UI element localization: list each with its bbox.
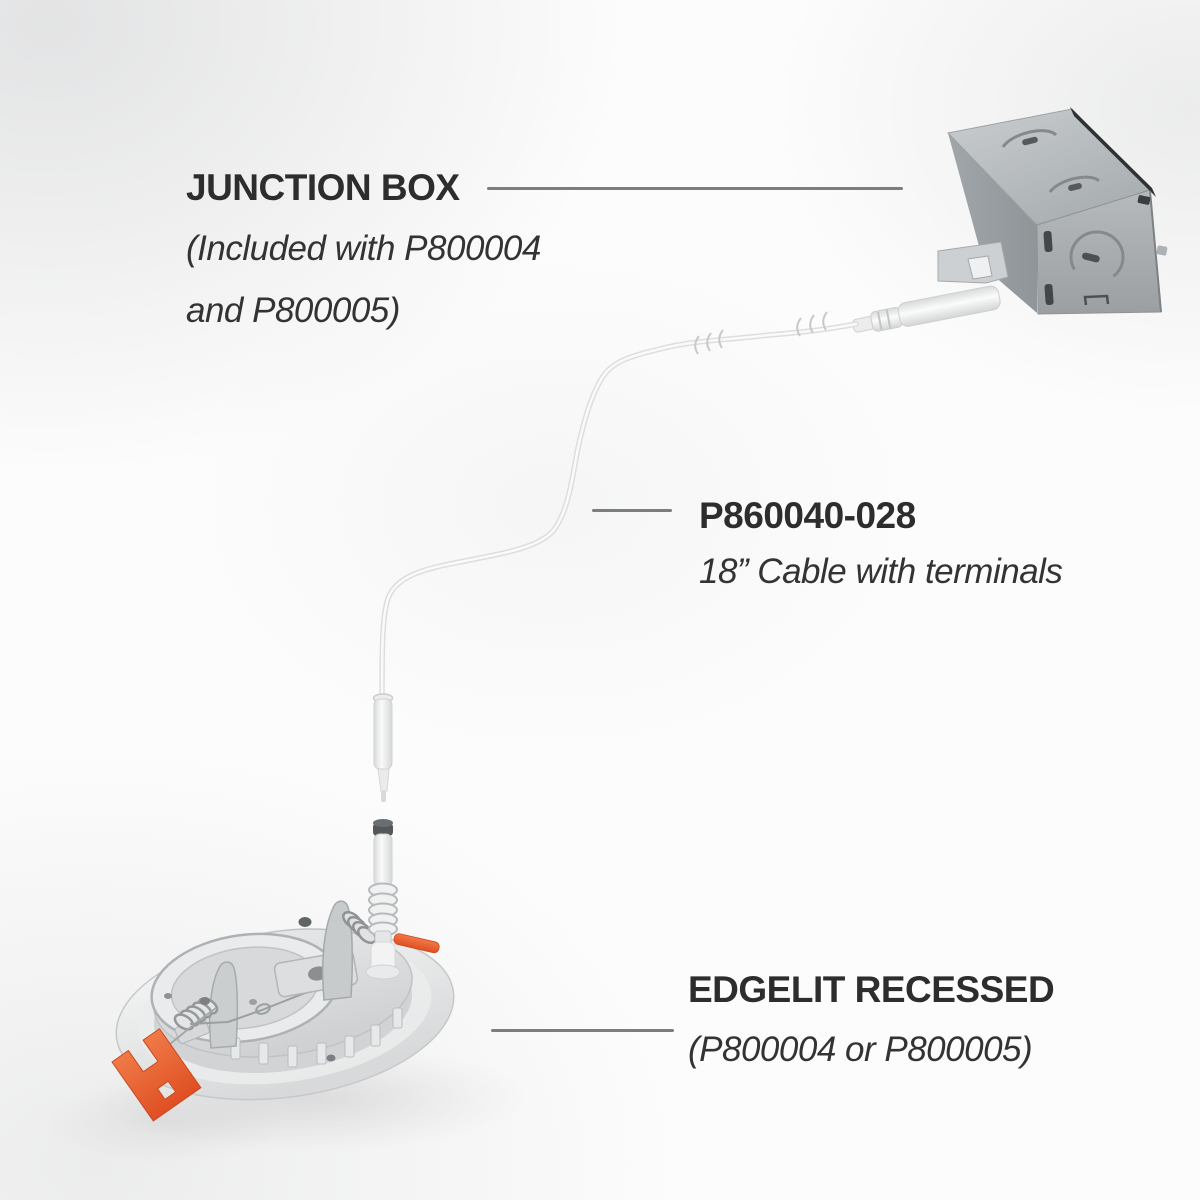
orange-tab-right: [393, 933, 440, 954]
cable-connector-plug: [852, 285, 1001, 333]
junction-box-label: JUNCTION BOX (Included with P800004 and …: [186, 166, 541, 342]
fixture-part-numbers: (P800004 or P800005): [688, 1030, 1033, 1069]
lower-terminal: [373, 819, 393, 887]
cable-ridges: [694, 311, 828, 355]
junction-box-illustration: [852, 107, 1168, 333]
upper-terminal: [372, 693, 394, 802]
coil-spring: [368, 882, 398, 937]
junction-box-left-face: [948, 133, 1037, 313]
bottom-notch: [1083, 294, 1110, 306]
orange-tab-left: [111, 1028, 202, 1122]
tether-loop: [255, 1003, 271, 1015]
knockout-circle: [1069, 230, 1125, 284]
fixture-rib-edge: [230, 1007, 403, 1068]
knockout-slot: [1068, 183, 1082, 191]
side-nub: [1156, 245, 1168, 256]
recessed-fixture-illustration: [40, 900, 530, 1164]
fixture-label: EDGELIT RECESSED (P800004 or P800005): [688, 968, 1055, 1078]
cable-terminals: [365, 693, 401, 980]
torsion-spring-right: [342, 910, 377, 945]
wiring-slot: [1044, 283, 1054, 306]
cable-illustration: [365, 311, 859, 980]
junction-box-title: JUNCTION BOX: [186, 167, 460, 208]
fixture-title: EDGELIT RECESSED: [688, 969, 1055, 1010]
cable-part-number: P860040-028: [699, 495, 916, 536]
fixture-shadow: [40, 1080, 290, 1164]
junction-box-subtitle-line1: (Included with P800004: [186, 229, 541, 268]
spring-wire-left: [169, 1007, 217, 1045]
knockout-circle: [1001, 129, 1101, 193]
box-corner-latch: [1137, 195, 1151, 205]
cable-description: 18” Cable with terminals: [699, 552, 1063, 591]
terminal-base-flange: [365, 964, 401, 980]
junction-box-top-edge: [1070, 107, 1156, 197]
knockout-slot: [1022, 136, 1038, 146]
leader-line-fixture: [491, 1029, 674, 1032]
leader-line-cable: [592, 509, 672, 512]
cable-label: P860040-028 18” Cable with terminals: [699, 494, 1063, 600]
fixture-screws: [164, 917, 336, 1062]
mounting-bracket: [937, 241, 1009, 284]
cable-wire-core: [380, 322, 858, 699]
wiring-slot: [1043, 230, 1053, 253]
knockout-slot: [1082, 252, 1100, 263]
junction-box-subtitle-line2: and P800005): [186, 291, 400, 330]
spring-clip-right: [321, 900, 353, 1001]
box-corner-edge: [1149, 190, 1162, 313]
leader-line-junction-box: [487, 187, 903, 190]
